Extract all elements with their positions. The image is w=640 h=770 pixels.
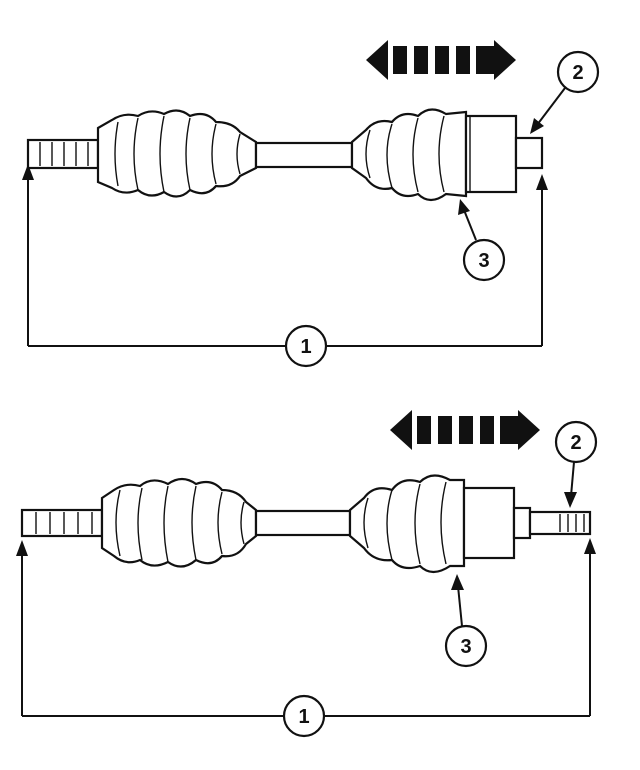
top-outer-boot xyxy=(96,109,258,198)
top-callout-3: 3 xyxy=(458,199,506,282)
top-driveshaft xyxy=(26,108,544,202)
bottom-inner-boot xyxy=(348,474,466,574)
bottom-callout-1: 1 xyxy=(282,694,326,738)
bottom-callout-1-label: 1 xyxy=(298,706,309,728)
bottom-callout-2: 2 xyxy=(554,420,598,508)
bottom-callout-3-label: 3 xyxy=(460,636,471,658)
bottom-callout-3: 3 xyxy=(444,574,488,668)
double-arrow-icon xyxy=(366,40,516,80)
top-shaft xyxy=(254,141,354,169)
top-joint-housing xyxy=(464,114,518,194)
bottom-diagram: 1 2 3 xyxy=(16,410,598,738)
top-callout-2: 2 xyxy=(530,50,600,134)
double-arrow-icon xyxy=(390,410,540,450)
bottom-driveshaft xyxy=(20,474,592,574)
top-callout-1-label: 1 xyxy=(300,336,311,358)
top-stub xyxy=(514,136,544,170)
bottom-collar xyxy=(512,506,532,540)
top-diagram: 1 2 3 xyxy=(22,40,600,368)
bottom-callout-2-label: 2 xyxy=(570,432,581,454)
top-callout-1: 1 xyxy=(284,324,328,368)
bottom-shaft xyxy=(254,509,352,537)
top-callout-3-label: 3 xyxy=(478,250,489,272)
bottom-joint-housing xyxy=(462,486,516,560)
bottom-outer-spline xyxy=(20,508,104,538)
bottom-measurement-line xyxy=(16,538,596,717)
top-callout-2-label: 2 xyxy=(572,62,583,84)
top-measurement-line xyxy=(22,164,548,347)
top-inner-boot xyxy=(350,108,468,202)
bottom-outer-boot xyxy=(100,477,258,568)
